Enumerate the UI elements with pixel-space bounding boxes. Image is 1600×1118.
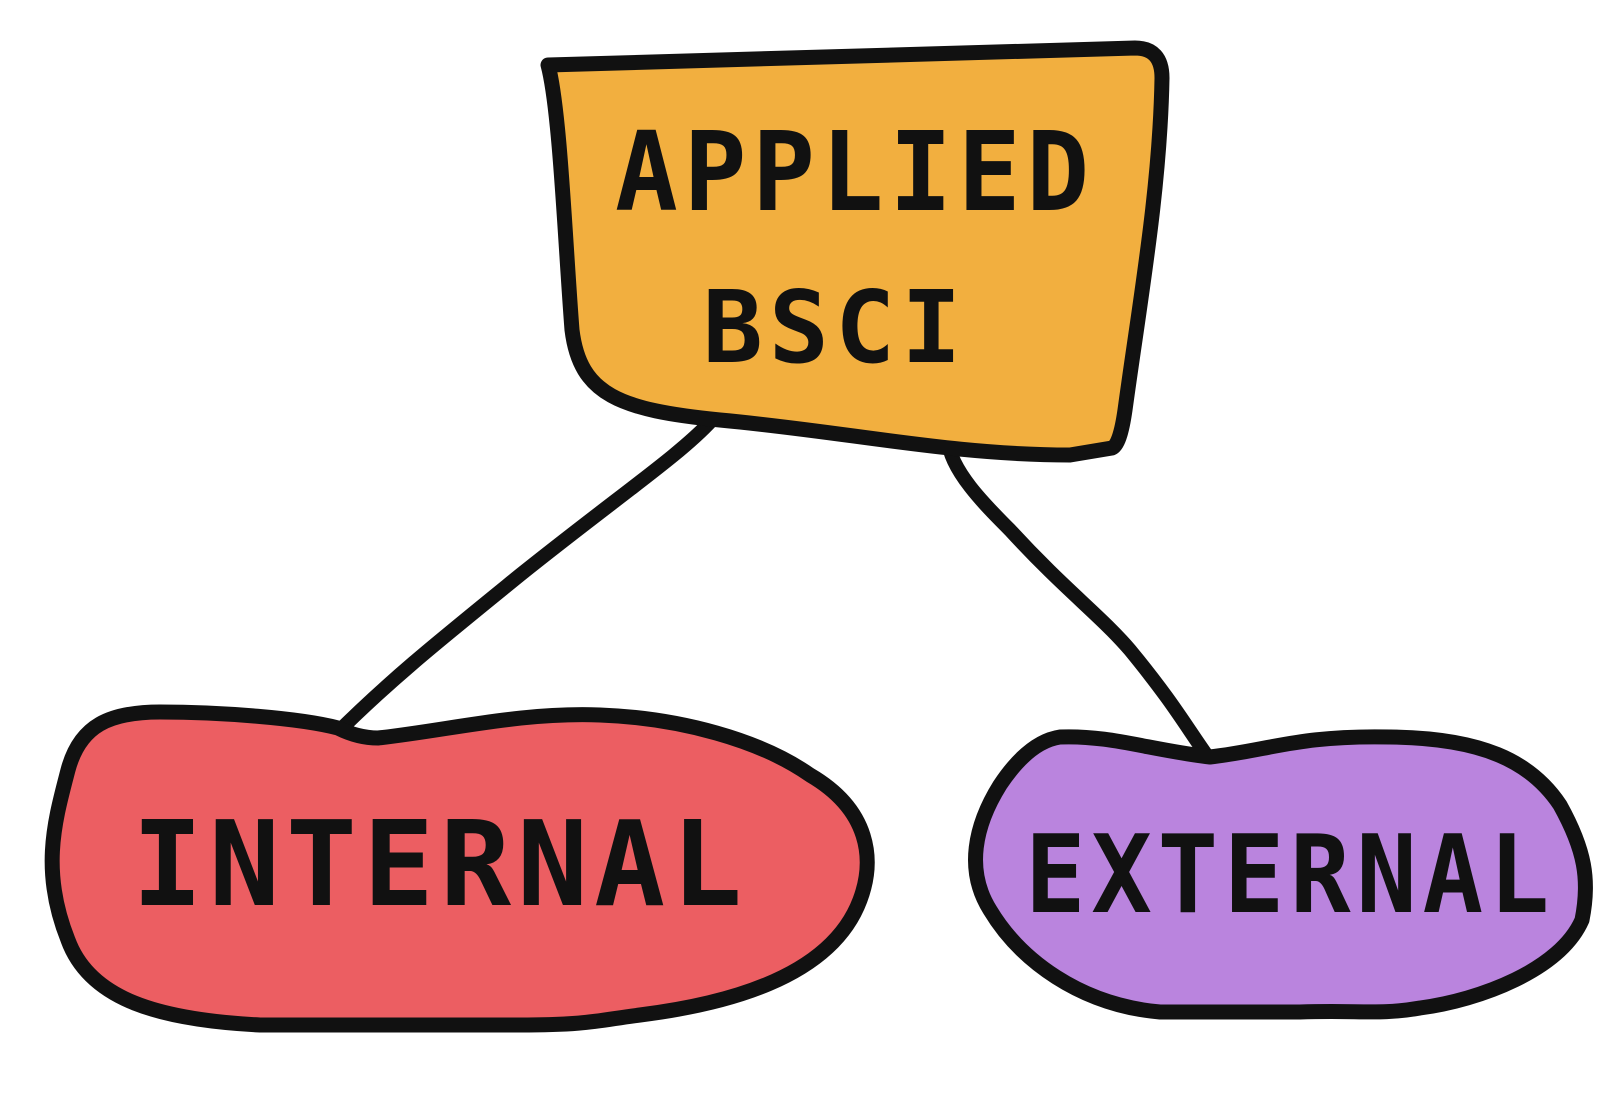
node-applied-bsci-label-line-2: BSCI (703, 269, 968, 386)
node-internal[interactable]: INTERNAL (44, 704, 875, 1033)
node-external-label: EXTERNAL (1025, 813, 1555, 938)
edge-root-internal (328, 413, 719, 742)
node-external-shape (968, 729, 1593, 1020)
node-internal-shape (44, 704, 875, 1033)
edge-root-external (941, 433, 1217, 767)
node-internal-label: INTERNAL (132, 795, 748, 933)
node-applied-bsci-label-line-1: APPLIED (615, 108, 1095, 236)
node-applied-bsci-shape (540, 40, 1170, 463)
node-external[interactable]: EXTERNAL (968, 729, 1593, 1020)
node-applied-bsci[interactable]: APPLIED BSCI (540, 40, 1170, 463)
